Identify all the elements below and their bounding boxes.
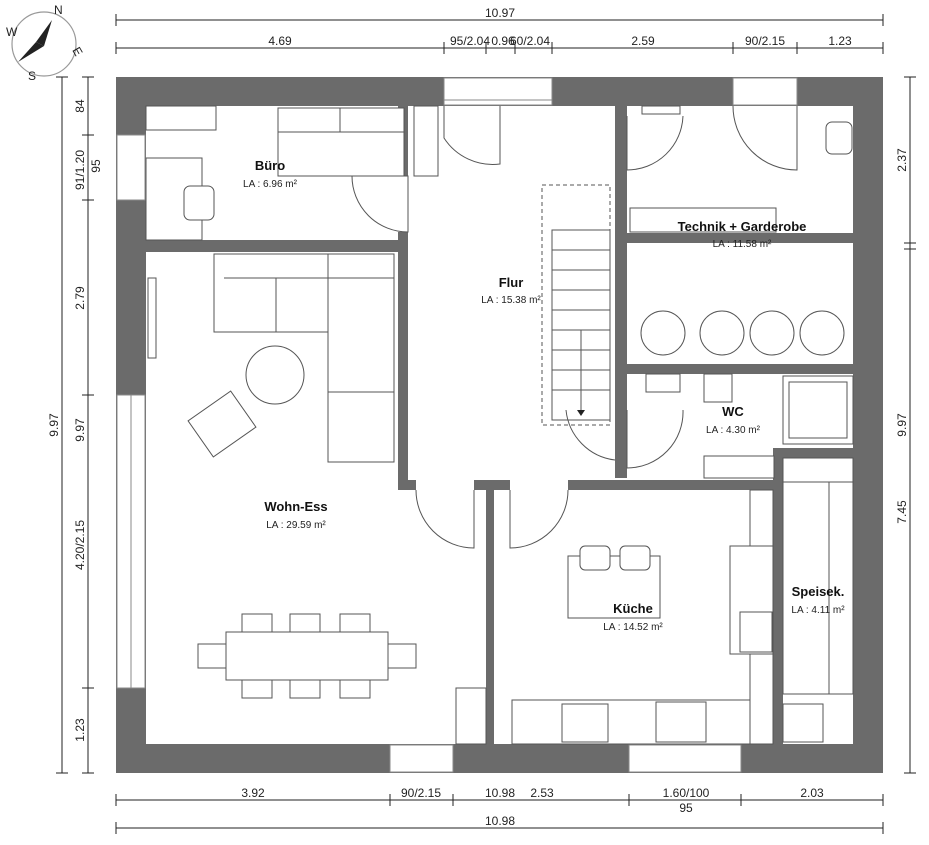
dim-left-total: 9.97 — [47, 413, 61, 437]
room-name: Flur — [499, 275, 524, 290]
furniture — [145, 105, 854, 745]
dim-top-segment: 90/2.15 — [745, 34, 785, 48]
dim-top-segment: 4.69 — [268, 34, 292, 48]
room-name: WC — [722, 404, 744, 419]
dim-bottom-segment: 95 — [679, 801, 693, 815]
room-area: LA : 4.11 m² — [791, 605, 845, 616]
dim-bottom-segment: 1.60/100 — [663, 786, 710, 800]
dim-left-segment: 9.97 — [73, 418, 87, 442]
dim-top-total: 10.97 — [485, 6, 515, 20]
dim-bottom-segment: 2.03 — [800, 786, 824, 800]
dim-top-segment: 60/2.04 — [510, 34, 550, 48]
dim-top-segment: 1.23 — [828, 34, 852, 48]
room-area: LA : 29.59 m² — [266, 520, 326, 531]
room-name: Speisek. — [792, 584, 845, 599]
dim-bottom-segment: 10.98 — [485, 786, 515, 800]
dim-left-segment: 2.79 — [73, 286, 87, 310]
dim-bottom-segment: 90/2.15 — [401, 786, 441, 800]
dim-left-segment: 84 — [73, 99, 87, 113]
room-name: Technik + Garderobe — [678, 219, 807, 234]
dim-top-segment: 95/2.04 — [450, 34, 490, 48]
room-label-speisek: Speisek. LA : 4.11 m² — [791, 584, 845, 616]
exterior-openings — [116, 77, 798, 773]
room-label-kueche: Küche LA : 14.52 m² — [603, 601, 663, 633]
compass-west: W — [6, 25, 18, 39]
dim-top-segment: 2.59 — [631, 34, 655, 48]
dim-top-segment: 0.96 — [491, 34, 515, 48]
compass-south: S — [28, 69, 36, 83]
room-area: LA : 15.38 m² — [481, 295, 541, 306]
compass-icon: N E S W — [6, 3, 86, 83]
room-area: LA : 11.58 m² — [713, 239, 772, 250]
room-label-wohn-ess: Wohn-Ess LA : 29.59 m² — [264, 499, 327, 531]
dimension-lines — [56, 14, 916, 834]
room-area: LA : 4.30 m² — [706, 425, 761, 436]
room-label-buero: Büro LA : 6.96 m² — [243, 158, 298, 190]
room-name: Küche — [613, 601, 653, 616]
dim-bottom-total: 10.98 — [485, 814, 515, 828]
doors — [351, 105, 798, 549]
dim-bottom-segment: 2.53 — [530, 786, 554, 800]
compass-north: N — [54, 3, 63, 17]
room-label-technik: Technik + Garderobe LA : 11.58 m² — [678, 219, 807, 250]
dim-left-segment: 95 — [89, 159, 103, 173]
dim-left-segment: 91/1.20 — [73, 150, 87, 190]
dim-bottom-segment: 3.92 — [241, 786, 265, 800]
room-label-wc: WC LA : 4.30 m² — [706, 404, 761, 436]
room-label-flur: Flur LA : 15.38 m² — [481, 275, 541, 306]
room-area: LA : 14.52 m² — [603, 622, 663, 633]
compass-east: E — [69, 45, 85, 59]
dim-left-segment: 1.23 — [73, 718, 87, 742]
dim-right-segment: 9.97 — [895, 413, 909, 437]
dim-right-segment: 7.45 — [895, 500, 909, 524]
room-area: LA : 6.96 m² — [243, 179, 298, 190]
dim-right-segment: 2.37 — [895, 148, 909, 172]
room-name: Büro — [255, 158, 285, 173]
room-name: Wohn-Ess — [264, 499, 327, 514]
dim-left-segment: 4.20/2.15 — [73, 520, 87, 570]
